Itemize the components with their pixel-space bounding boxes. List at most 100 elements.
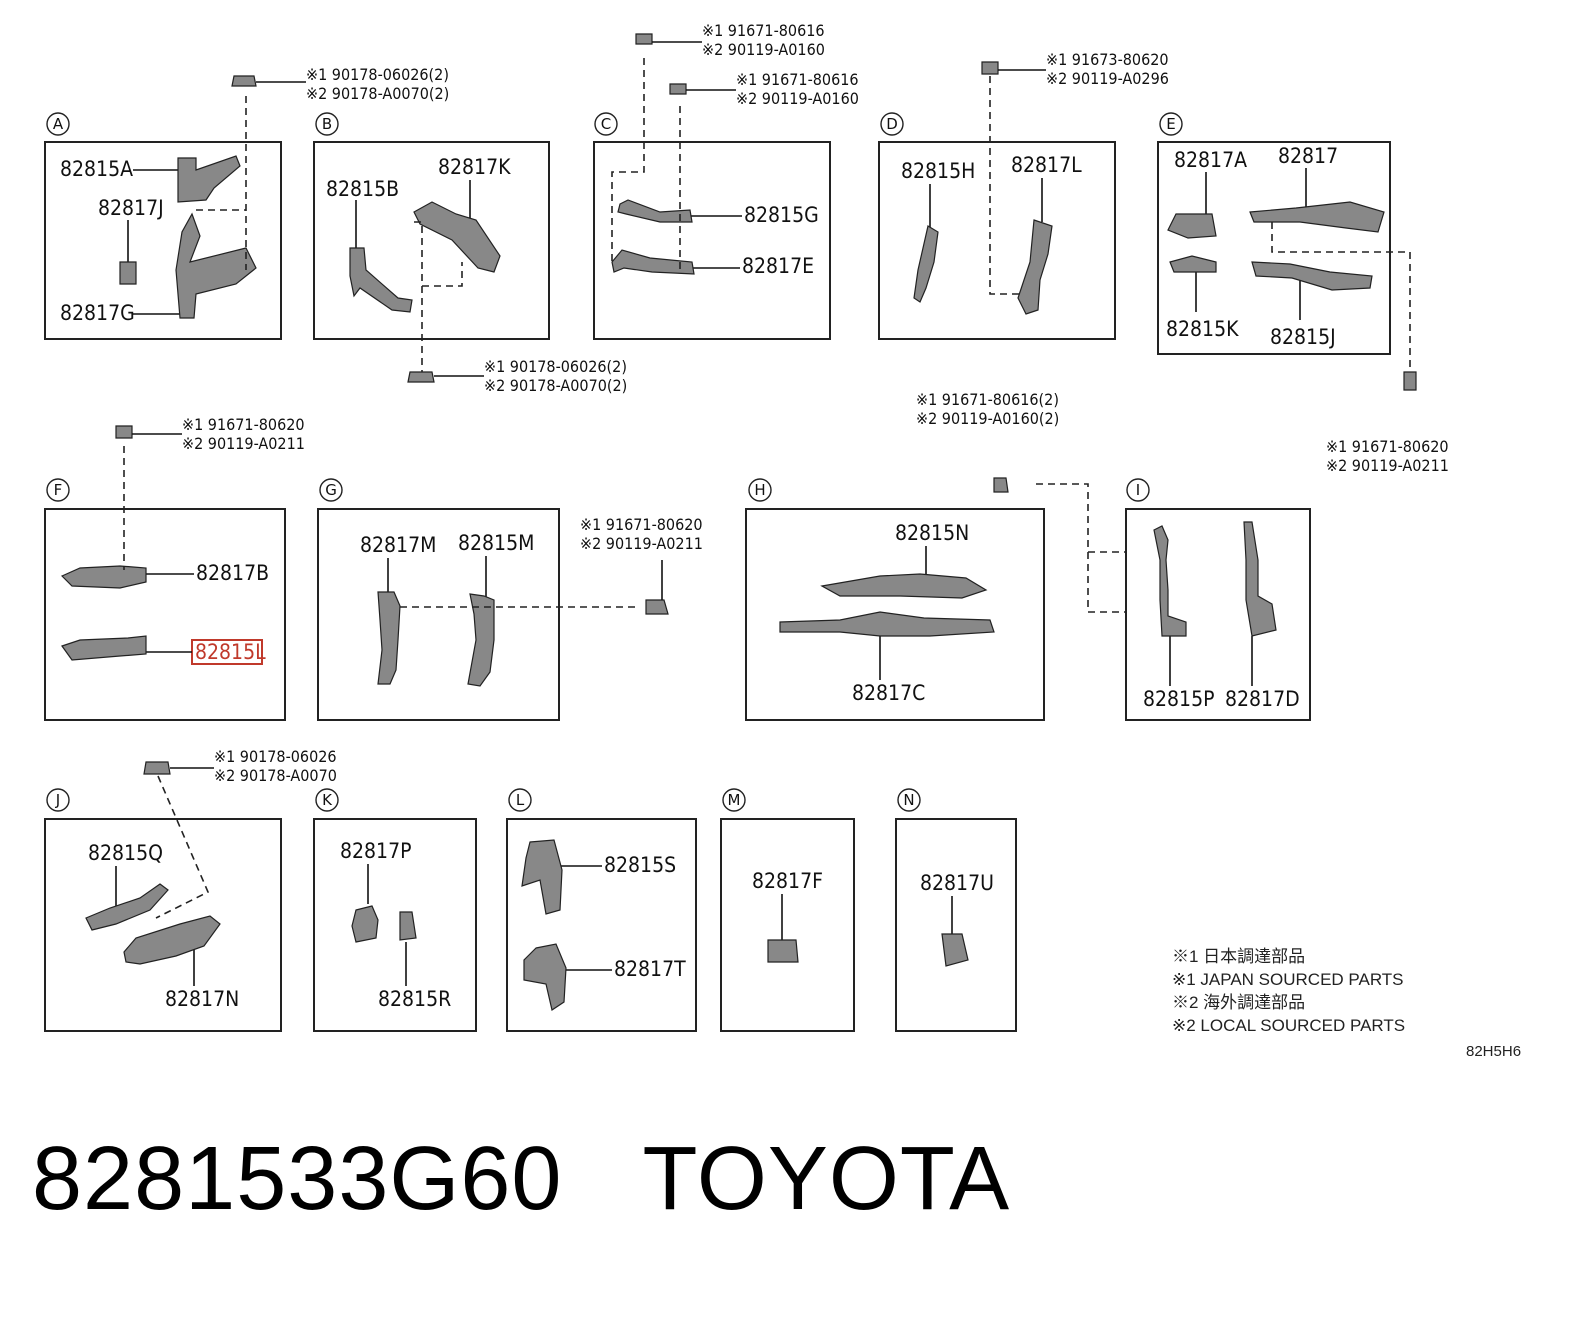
- panel-e: E 82817A 82817 82815K 82815J: [1157, 112, 1411, 372]
- panel-letter: C: [601, 115, 611, 133]
- part-label-82815l[interactable]: 82815L: [195, 640, 266, 664]
- part-label-82817l[interactable]: 82817L: [1011, 153, 1082, 177]
- part-label-82815b[interactable]: 82815B: [326, 177, 399, 201]
- panel-letter-circle: [897, 788, 921, 812]
- fastener-code-1: ※1 91671-80620: [182, 415, 305, 434]
- bracket-82815p: [1153, 525, 1187, 637]
- panel-letter: J: [55, 791, 60, 809]
- fastener-a: ※1 90178-06026(2) ※2 90178-A0070(2): [231, 65, 449, 103]
- bracket-82815n: [820, 573, 988, 599]
- panel-h: H 82815N 82817C: [745, 478, 1045, 721]
- panel-b: B 82815B 82817K: [313, 112, 550, 378]
- part-label-82817b[interactable]: 82817B: [196, 561, 269, 585]
- clip-82817f: [767, 939, 799, 963]
- panel-letter-circle: [319, 478, 343, 502]
- bracket-82815h: [913, 225, 939, 303]
- fastener-f: ※1 91671-80620 ※2 90119-A0211: [115, 415, 305, 453]
- fastener-code-2: ※2 90119-A0296: [1046, 69, 1169, 88]
- fastener-d: ※1 91673-80620 ※2 90119-A0296: [981, 50, 1169, 88]
- part-label-82817t[interactable]: 82817T: [614, 957, 686, 981]
- panel-frame: [878, 141, 1116, 340]
- part-label-82817j[interactable]: 82817J: [98, 196, 164, 220]
- fastener-code-2: ※2 90119-A0211: [580, 534, 703, 553]
- diagram-code: 82H5H6: [1466, 1043, 1521, 1060]
- fastener-j: ※1 90178-06026 ※2 90178-A0070: [143, 747, 337, 785]
- panel-g: G 82817M 82815M: [317, 478, 640, 721]
- part-label-82817c[interactable]: 82817C: [852, 681, 925, 705]
- part-label-82815g[interactable]: 82815G: [744, 203, 819, 227]
- panel-letter: F: [54, 481, 63, 499]
- panel-j: J 82815Q 82817N: [44, 775, 282, 1032]
- bolt-icon: [1403, 371, 1417, 391]
- part-label-82815p[interactable]: 82815P: [1143, 687, 1214, 711]
- note-line-2: ※1 JAPAN SOURCED PARTS: [1172, 970, 1404, 989]
- note-line-4: ※2 LOCAL SOURCED PARTS: [1172, 1016, 1405, 1035]
- panel-letter: N: [903, 791, 914, 809]
- panel-letter-circle: [722, 788, 746, 812]
- part-label-82817[interactable]: 82817: [1278, 144, 1338, 168]
- panel-letter-circle: [46, 788, 70, 812]
- clip-82817p: [351, 905, 379, 943]
- part-label-82817f[interactable]: 82817F: [752, 869, 823, 893]
- fastener-code-1: ※1 90178-06026(2): [306, 65, 449, 84]
- panel-letter-circle: [748, 478, 772, 502]
- fastener-code-1: ※1 91671-80620: [580, 515, 703, 534]
- panel-a: A 82815A 82817J 82817G: [44, 96, 282, 340]
- panel-letter: B: [322, 115, 332, 133]
- part-label-82815k[interactable]: 82815K: [1166, 317, 1239, 341]
- part-label-82817g[interactable]: 82817G: [60, 301, 135, 325]
- bracket-82815g: [617, 199, 693, 223]
- part-label-82815s[interactable]: 82815S: [604, 853, 676, 877]
- note-line-3: ※2 海外調達部品: [1172, 993, 1305, 1012]
- fastener-c-1: ※1 91671-80616 ※2 90119-A0160: [635, 21, 825, 59]
- panel-m: M 82817F: [720, 788, 855, 1032]
- fastener-b: ※1 90178-06026(2) ※2 90178-A0070(2): [407, 357, 627, 395]
- bracket-82815k: [1169, 255, 1217, 273]
- panel-letter-circle: [1159, 112, 1183, 136]
- part-label-82815j[interactable]: 82815J: [1270, 325, 1336, 349]
- panel-letter-circle: [594, 112, 618, 136]
- fastener-code-2: ※2 90119-A0211: [182, 434, 305, 453]
- part-label-82815q[interactable]: 82815Q: [88, 841, 163, 865]
- nut-icon: [143, 761, 171, 775]
- part-label-82817d[interactable]: 82817D: [1225, 687, 1300, 711]
- part-label-82817p[interactable]: 82817P: [340, 839, 411, 863]
- panel-letter: K: [322, 791, 333, 809]
- panel-i: I 82815P 82817D: [1125, 478, 1311, 721]
- panel-n: N 82817U: [895, 788, 1017, 1032]
- part-label-82815h[interactable]: 82815H: [901, 159, 975, 183]
- part-label-82817m[interactable]: 82817M: [360, 533, 436, 557]
- part-label-82815a[interactable]: 82815A: [60, 157, 133, 181]
- part-label-82815r[interactable]: 82815R: [378, 987, 451, 1011]
- nut-icon: [231, 75, 257, 87]
- bracket-82815s: [521, 839, 563, 915]
- bracket-82817b: [60, 565, 147, 589]
- bracket-82817l: [1017, 219, 1053, 315]
- panel-letter: A: [53, 115, 64, 133]
- panel-frame: [593, 141, 831, 340]
- part-label-82817n[interactable]: 82817N: [165, 987, 239, 1011]
- part-label-82815n[interactable]: 82815N: [895, 521, 969, 545]
- fastener-code-1: ※1 91671-80620: [1326, 437, 1449, 456]
- fastener-code-2: ※2 90119-A0160: [702, 40, 825, 59]
- fastener-e: ※1 91671-80620 ※2 90119-A0211: [1326, 371, 1449, 475]
- panel-frame: [1157, 141, 1391, 355]
- fastener-code-1: ※1 90178-06026(2): [484, 357, 627, 376]
- bracket-82815j: [1251, 261, 1373, 291]
- part-label-82817a[interactable]: 82817A: [1174, 148, 1247, 172]
- panel-letter-circle: [1126, 478, 1150, 502]
- bolt-icon: [981, 61, 999, 75]
- part-label-82817u[interactable]: 82817U: [920, 871, 994, 895]
- panel-letter-circle: [880, 112, 904, 136]
- panel-letter-circle: [315, 112, 339, 136]
- bracket-82817k: [413, 201, 501, 273]
- part-label-82815m[interactable]: 82815M: [458, 531, 534, 555]
- part-label-82817k[interactable]: 82817K: [438, 155, 511, 179]
- fastener-code-2: ※2 90119-A0211: [1326, 456, 1449, 475]
- fastener-code-2: ※2 90178-A0070: [214, 766, 337, 785]
- bracket-82817t: [523, 943, 567, 1011]
- part-label-82817e[interactable]: 82817E: [742, 254, 814, 278]
- fastener-g: ※1 91671-80620 ※2 90119-A0211: [580, 515, 703, 615]
